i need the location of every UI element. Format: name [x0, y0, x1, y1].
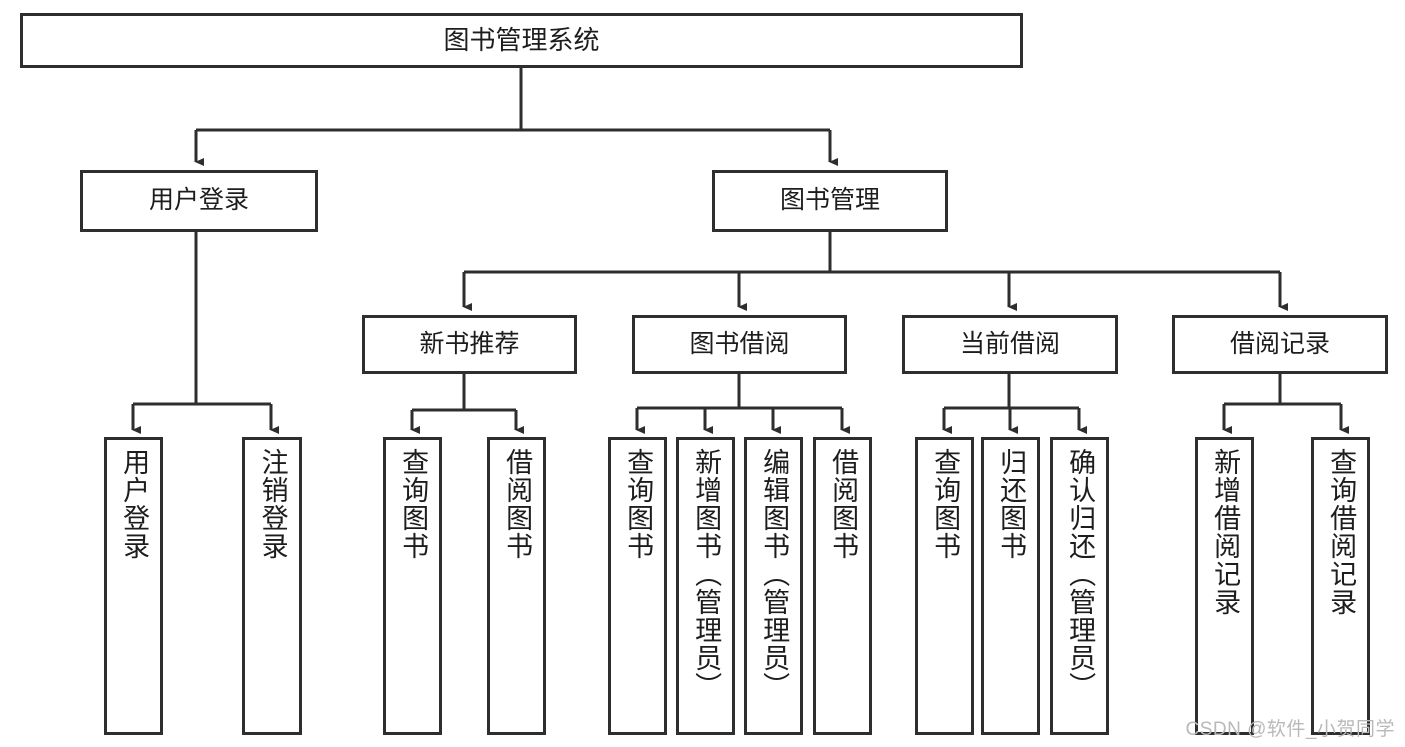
node-label: 查询图书	[930, 448, 961, 560]
leaf-borrow-book-1[interactable]: 借阅图书	[487, 437, 546, 735]
node-label: 图书管理	[779, 186, 880, 215]
leaf-user-login[interactable]: 用户登录	[104, 437, 163, 735]
leaf-query-book-1[interactable]: 查询图书	[383, 437, 442, 735]
watermark: CSDN @软件_小贺同学	[1185, 719, 1395, 740]
node-user-login[interactable]: 用户登录	[80, 170, 318, 232]
leaf-borrow-book-2[interactable]: 借阅图书	[813, 437, 872, 735]
node-label: 查询图书	[623, 448, 654, 560]
node-label: 查询借阅记录	[1326, 448, 1357, 616]
node-label: 当前借阅	[959, 329, 1060, 358]
node-label: 新增图书（管理员）	[691, 448, 722, 700]
node-new-book-recommend[interactable]: 新书推荐	[362, 315, 577, 374]
node-label: 图书借阅	[689, 329, 790, 358]
node-label: 编辑图书（管理员）	[759, 448, 790, 700]
node-book-borrow[interactable]: 图书借阅	[632, 315, 847, 374]
node-label: 借阅图书	[502, 448, 533, 560]
node-current-borrow[interactable]: 当前借阅	[902, 315, 1118, 374]
leaf-query-book-2[interactable]: 查询图书	[608, 437, 667, 735]
node-label: 新书推荐	[419, 329, 520, 358]
leaf-logout-login[interactable]: 注销登录	[242, 437, 302, 735]
leaf-confirm-return[interactable]: 确认归还（管理员）	[1050, 437, 1109, 735]
leaf-add-record[interactable]: 新增借阅记录	[1195, 437, 1254, 735]
leaf-return-book[interactable]: 归还图书	[981, 437, 1040, 735]
node-label: 用户登录	[148, 186, 249, 215]
node-book-manage[interactable]: 图书管理	[712, 170, 948, 232]
leaf-query-book-3[interactable]: 查询图书	[915, 437, 974, 735]
node-label: 借阅图书	[828, 448, 859, 560]
node-label: 归还图书	[996, 448, 1027, 560]
node-borrow-record[interactable]: 借阅记录	[1172, 315, 1388, 374]
node-root-system[interactable]: 图书管理系统	[20, 13, 1023, 68]
node-label: 用户登录	[119, 448, 150, 560]
node-label: 图书管理系统	[443, 25, 600, 56]
node-label: 确认归还（管理员）	[1065, 448, 1096, 700]
leaf-query-record[interactable]: 查询借阅记录	[1311, 437, 1370, 735]
node-label: 新增借阅记录	[1210, 448, 1241, 616]
node-label: 注销登录	[257, 448, 288, 560]
leaf-add-book[interactable]: 新增图书（管理员）	[676, 437, 735, 735]
leaf-edit-book[interactable]: 编辑图书（管理员）	[744, 437, 803, 735]
node-label: 借阅记录	[1229, 329, 1330, 358]
node-label: 查询图书	[398, 448, 429, 560]
